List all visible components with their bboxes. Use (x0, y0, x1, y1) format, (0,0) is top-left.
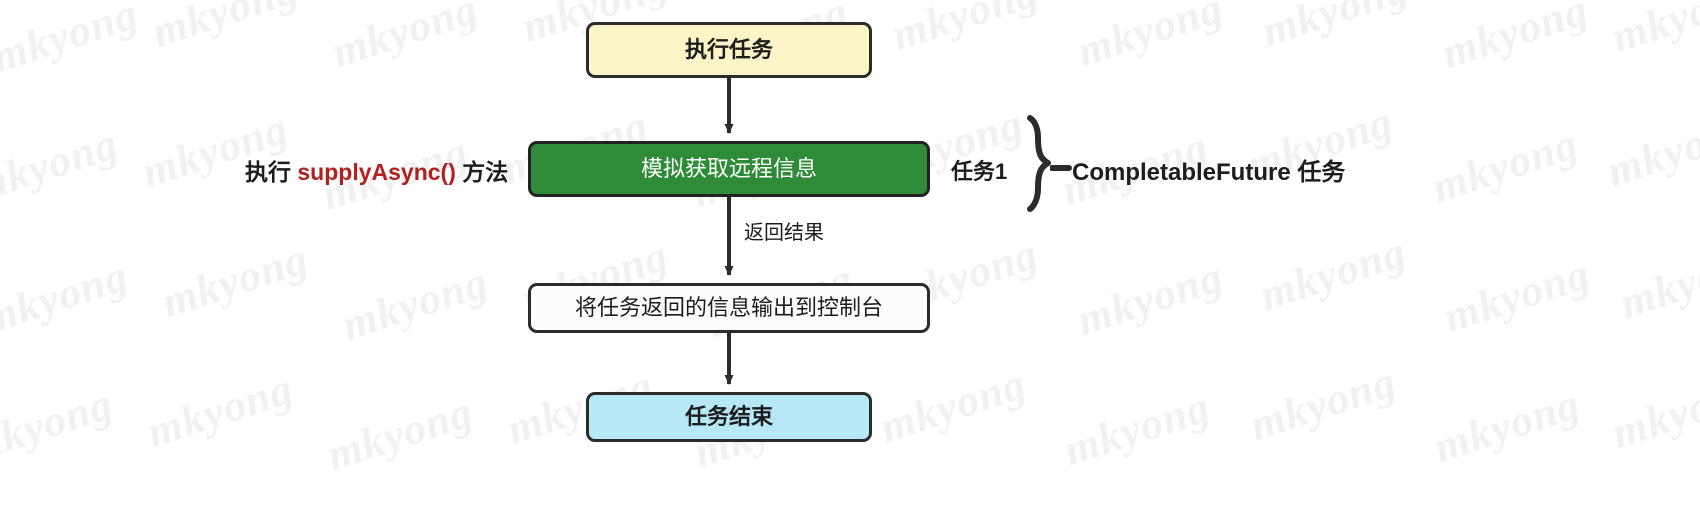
right-brace-icon (1027, 115, 1051, 212)
node-fetch-remote-info-label: 模拟获取远程信息 (640, 155, 817, 181)
node-start-task-label: 执行任务 (684, 36, 773, 62)
node-task-end[interactable]: 任务结束 (586, 392, 872, 442)
annotation-suffix: 方法 (455, 159, 509, 185)
node-task-end-label: 任务结束 (684, 403, 773, 429)
dash-icon (1050, 165, 1072, 171)
node-print-to-console-label: 将任务返回的信息输出到控制台 (574, 294, 883, 320)
annotation-supply-async-method: 执行 supplyAsync() 方法 (245, 153, 508, 187)
node-fetch-remote-info[interactable]: 模拟获取远程信息 (528, 141, 930, 197)
node-start-task[interactable]: 执行任务 (586, 22, 872, 78)
edge-label-return-result: 返回结果 (744, 222, 824, 244)
brace-group (1008, 112, 1068, 227)
annotation-completablefuture-label: CompletableFuture 任务 (1072, 159, 1346, 186)
annotation-task-tag: 任务1 (951, 159, 1008, 184)
annotation-code-supplyasync: supplyAsync() (297, 159, 456, 185)
annotation-prefix: 执行 (245, 159, 298, 185)
annotation-completablefuture-task: –CompletableFuture 任务 (1072, 152, 1345, 187)
node-print-to-console[interactable]: 将任务返回的信息输出到控制台 (528, 283, 930, 333)
